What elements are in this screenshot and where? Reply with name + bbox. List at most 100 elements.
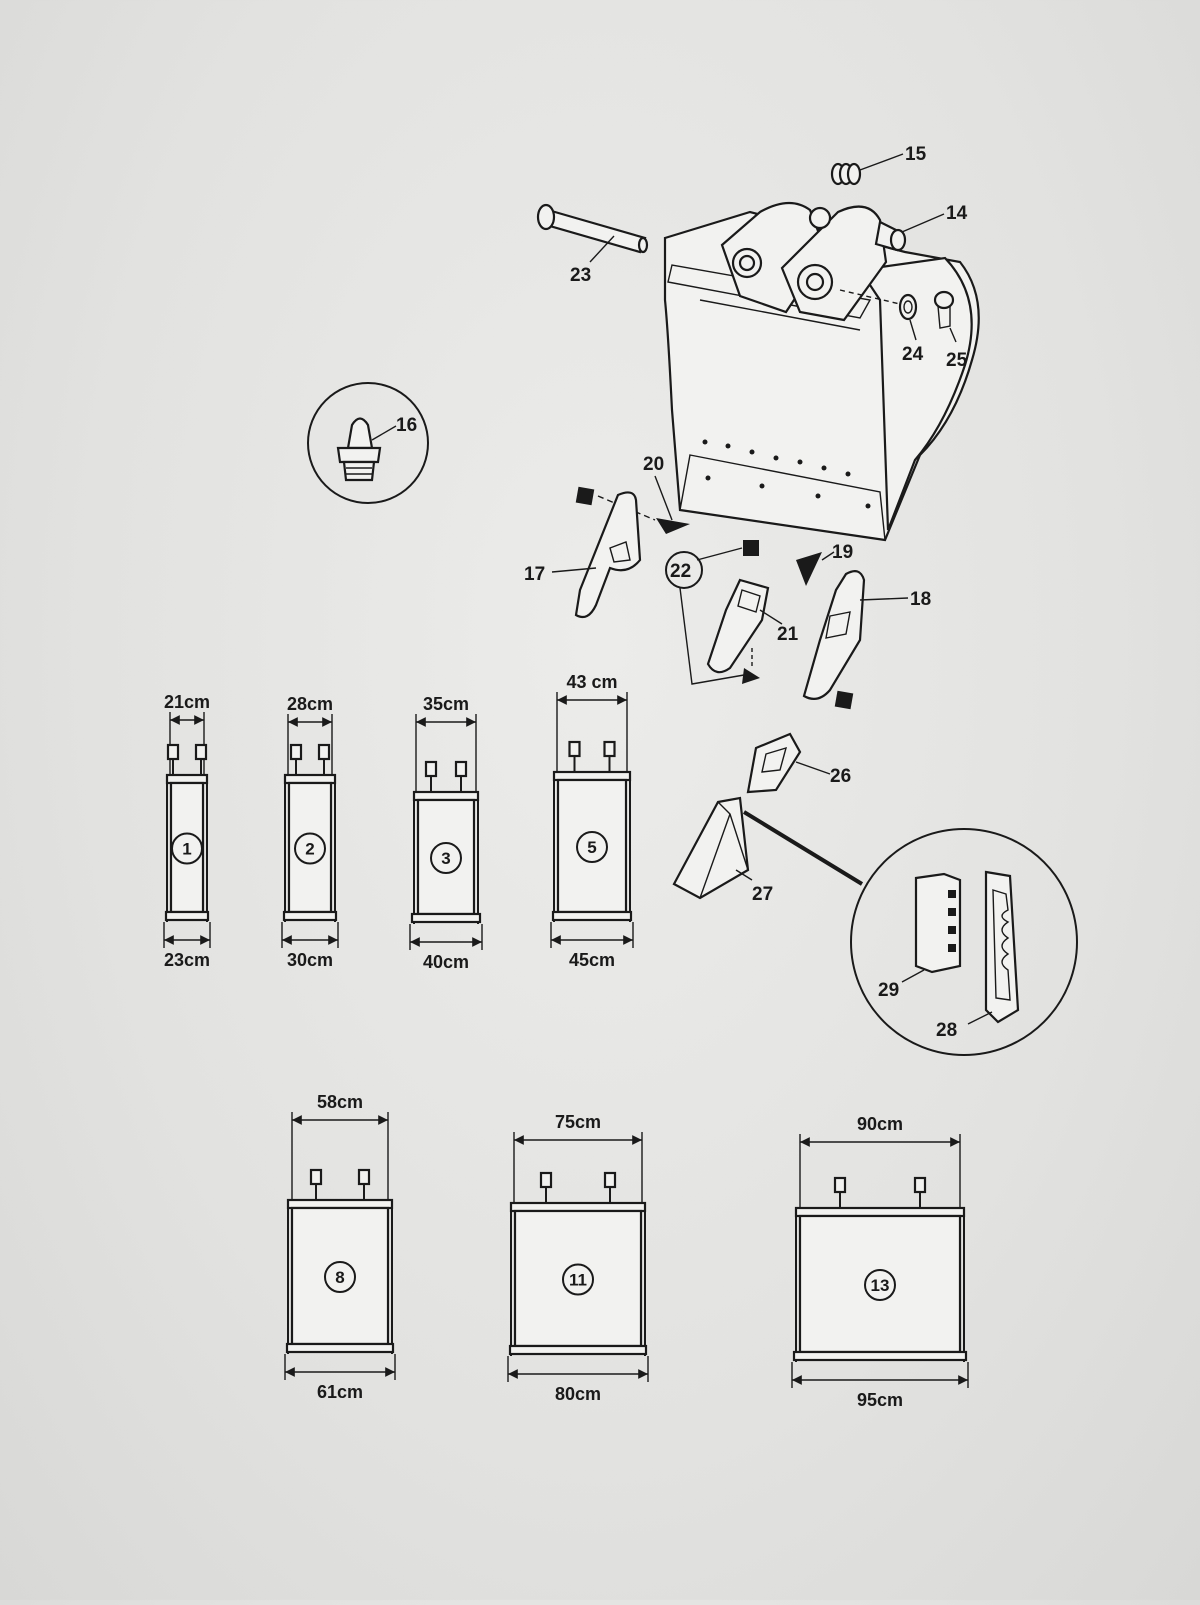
bucket-number: 11 — [569, 1271, 587, 1290]
part-26-tooth-tip: 26 — [746, 732, 851, 794]
callout-26: 26 — [830, 766, 851, 787]
pin-icon — [289, 743, 303, 761]
callout-23: 23 — [570, 265, 591, 286]
bucket-cutting-edge — [792, 1350, 968, 1362]
bucket-number-circle — [171, 832, 203, 865]
part-16-grease-nipple: 16 — [307, 382, 429, 504]
pin-icon — [603, 1171, 617, 1189]
callout-19: 19 — [832, 542, 853, 563]
callout-22: 22 — [670, 561, 691, 582]
top-width-label: 75cm — [555, 1112, 601, 1132]
bucket-cutting-edge — [164, 910, 210, 922]
callout-17: 17 — [524, 564, 545, 585]
bucket-body — [290, 1206, 390, 1346]
bucket-body — [513, 1209, 643, 1348]
bucket-8: 58cm 8 61cm — [284, 1092, 396, 1402]
bucket-top-bar — [509, 1201, 647, 1213]
pin-icon — [424, 760, 438, 778]
callout-24: 24 — [902, 344, 924, 365]
pin-icon — [317, 743, 331, 761]
pin-icon — [568, 740, 581, 758]
bucket-number-circle — [864, 1269, 896, 1301]
bottom-width-label: 95cm — [857, 1390, 903, 1410]
part-23-pin: 23 — [536, 203, 649, 286]
part-21-tooth: 21 — [706, 578, 799, 674]
callout-21: 21 — [777, 624, 799, 645]
pin-icon — [309, 1168, 323, 1186]
callout-15: 15 — [905, 144, 927, 165]
callout-18: 18 — [910, 589, 931, 610]
top-width-label: 35cm — [423, 694, 469, 714]
bucket-cutting-edge — [285, 1342, 395, 1354]
bucket-body — [169, 781, 205, 914]
bucket-top-bar — [283, 773, 337, 785]
bucket-number-circle — [294, 832, 326, 865]
bucket-number-circle — [576, 831, 608, 863]
bucket-number: 8 — [335, 1268, 344, 1287]
bottom-width-label: 40cm — [423, 952, 469, 972]
part-22-pin-kit: 22 — [665, 540, 760, 685]
bucket-11: 75cm 11 80cm — [507, 1112, 649, 1404]
bucket-2: 28cm 2 30cm — [281, 694, 339, 970]
bucket-top-bar — [552, 770, 632, 782]
bucket-cutting-edge — [410, 912, 482, 924]
bucket-3: 35cm 3 40cm — [409, 694, 483, 972]
pin-icon — [539, 1171, 553, 1189]
callout-27: 27 — [752, 884, 773, 905]
part-25-clip: 25 — [933, 290, 968, 371]
pin-icon — [454, 760, 468, 778]
bucket-number: 5 — [587, 838, 596, 857]
top-width-label: 90cm — [857, 1114, 903, 1134]
bottom-width-label: 61cm — [317, 1382, 363, 1402]
pin-icon — [166, 743, 180, 761]
bucket-13: 90cm 13 95cm — [791, 1114, 969, 1410]
pin-icon — [357, 1168, 371, 1186]
bucket-number: 3 — [441, 849, 450, 868]
bucket-cutting-edge — [551, 910, 633, 922]
bucket-5: 43 cm 5 45cm — [550, 672, 634, 970]
bucket-1: 21cm 1 23cm — [163, 692, 211, 970]
bucket-number: 2 — [305, 840, 314, 859]
top-width-label: 58cm — [317, 1092, 363, 1112]
main-bucket — [663, 201, 980, 542]
bucket-top-bar — [165, 773, 209, 785]
part-27-tooth: 27 — [672, 796, 864, 905]
bucket-top-bar — [286, 1198, 394, 1210]
detail-28-29: 29 28 — [850, 828, 1078, 1056]
part-19-wedge: 19 — [796, 542, 853, 586]
part-24-washer: 24 — [898, 293, 924, 365]
bucket-number: 1 — [182, 840, 191, 859]
callout-25: 25 — [946, 350, 968, 371]
callout-20: 20 — [643, 454, 664, 475]
callout-16: 16 — [396, 415, 417, 436]
callout-28: 28 — [936, 1020, 957, 1041]
part-17-adapter: 17 — [524, 486, 642, 619]
callout-29: 29 — [878, 980, 899, 1001]
bottom-width-label: 23cm — [164, 950, 210, 970]
bucket-number-circle — [562, 1263, 594, 1296]
bottom-width-label: 30cm — [287, 950, 333, 970]
bucket-number-circle — [324, 1261, 356, 1293]
bucket-top-bar — [412, 790, 480, 802]
bucket-cutting-edge — [282, 910, 338, 922]
bucket-number-circle — [430, 842, 462, 874]
top-width-label: 43 cm — [566, 672, 617, 692]
bucket-body — [798, 1214, 962, 1354]
bottom-width-label: 80cm — [555, 1384, 601, 1404]
part-14-bushing: 14 — [874, 203, 968, 252]
part-18-adapter: 18 — [802, 569, 931, 710]
bucket-cutting-edge — [508, 1344, 648, 1356]
pin-icon — [833, 1176, 847, 1194]
bucket-number: 13 — [871, 1276, 890, 1295]
callout-14: 14 — [946, 203, 968, 224]
pin-icon — [913, 1176, 927, 1194]
part-15-spring: 15 — [830, 144, 927, 186]
top-width-label: 28cm — [287, 694, 333, 714]
top-width-label: 21cm — [164, 692, 210, 712]
pin-icon — [603, 740, 616, 758]
bucket-size-chart: 21cm 1 23cm 28cm 2 30cm 35cm 3 40cm 43 cm 5 45cm 58c… — [163, 672, 969, 1410]
bottom-width-label: 45cm — [569, 950, 615, 970]
bucket-top-bar — [794, 1206, 966, 1218]
bucket-body — [556, 778, 628, 914]
